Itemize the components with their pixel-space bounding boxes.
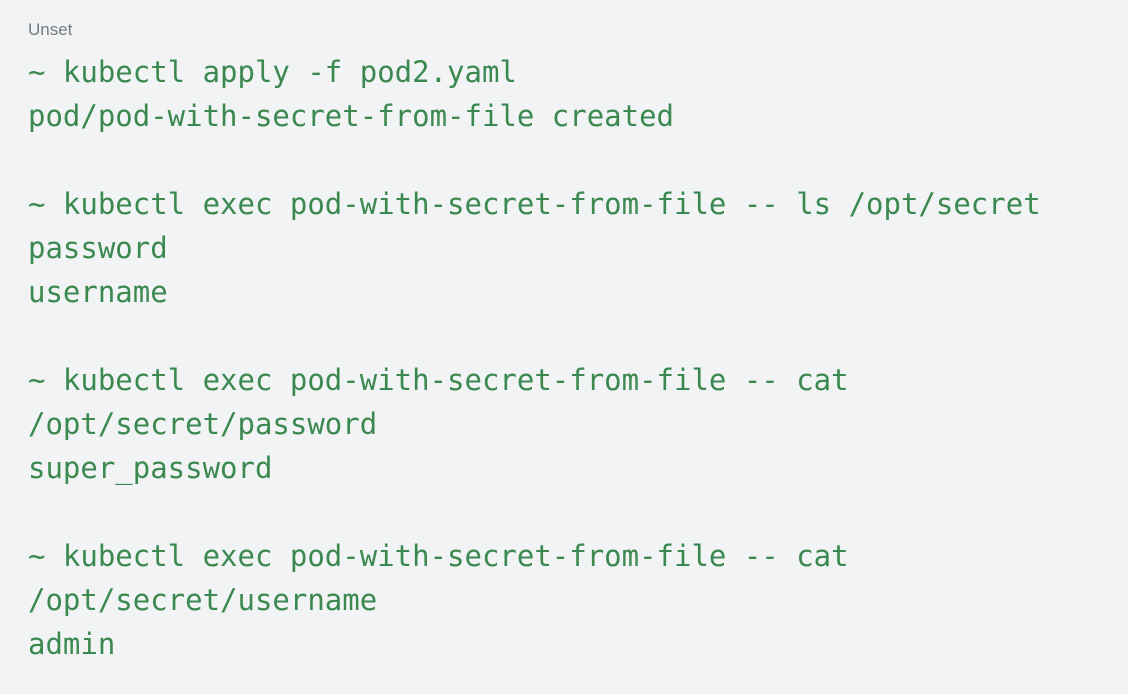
- terminal-output: ~ kubectl apply -f pod2.yaml pod/pod-with…: [28, 50, 1100, 666]
- code-line: ~ kubectl exec pod-with-secret-from-file…: [28, 363, 849, 397]
- code-line: [28, 138, 1100, 182]
- code-line: admin: [28, 627, 116, 661]
- code-line: super_password: [28, 451, 273, 485]
- code-line: pod/pod-with-secret-from-file created: [28, 99, 675, 133]
- code-line: ~ kubectl exec pod-with-secret-from-file…: [28, 539, 849, 573]
- code-line: /opt/secret/password: [28, 407, 378, 441]
- code-line: password: [28, 231, 168, 265]
- code-line: ~ kubectl exec pod-with-secret-from-file…: [28, 187, 1041, 221]
- code-line: [28, 314, 1100, 358]
- code-line: /opt/secret/username: [28, 583, 378, 617]
- code-line: ~ kubectl apply -f pod2.yaml: [28, 55, 517, 89]
- code-line: [28, 490, 1100, 534]
- code-line: username: [28, 275, 168, 309]
- code-language-label: Unset: [28, 20, 73, 39]
